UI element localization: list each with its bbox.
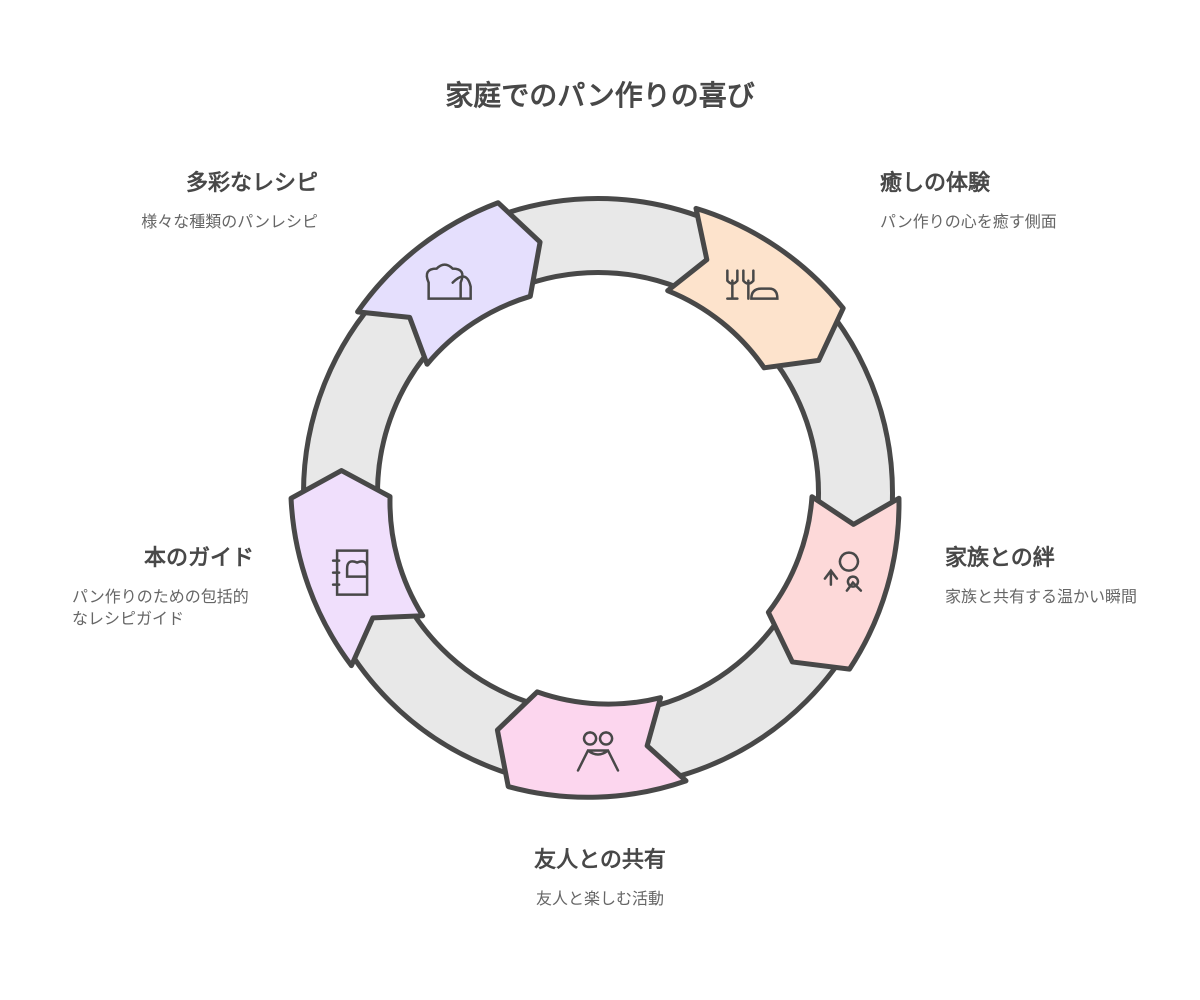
page-title: 家庭でのパン作りの喜び [445,79,755,112]
cycle-segment-2 [665,205,846,371]
label-title: 多彩なレシピ [185,171,318,196]
label-desc: 家族と共有する温かい瞬間 [945,587,1138,606]
recipe-book-icon [331,549,369,596]
wine-bread-icon [726,269,779,300]
label-friends: 友人との共有 友人と楽しむ活動 [485,842,715,910]
cycle-segment-5 [288,468,426,669]
label-desc: パン作りの心を癒す側面 [880,212,1057,231]
cycle-segment-3 [765,494,902,672]
label-title: 友人との共有 [534,848,666,873]
label-desc: 様々な種類のパンレシピ [141,212,318,231]
friends-hug-icon [576,731,620,772]
label-family: 家族との絆 家族と共有する温かい瞬間 [945,540,1175,608]
cycle-segment-1 [355,200,543,367]
label-title: 本のガイド [143,546,254,571]
label-desc: パン作りのための包括的なレシピガイド [72,587,249,628]
label-recipes: 多彩なレシピ 様々な種類のパンレシピ [88,165,318,233]
label-title: 家族との絆 [945,546,1055,571]
label-healing: 癒しの体験 パン作りの心を癒す側面 [880,165,1110,233]
label-desc: 友人と楽しむ活動 [535,889,664,908]
chef-hat-icon [425,263,472,300]
family-icon [823,551,863,592]
label-guide: 本のガイド パン作りのための包括的なレシピガイド [72,540,302,630]
label-title: 癒しの体験 [880,171,991,196]
